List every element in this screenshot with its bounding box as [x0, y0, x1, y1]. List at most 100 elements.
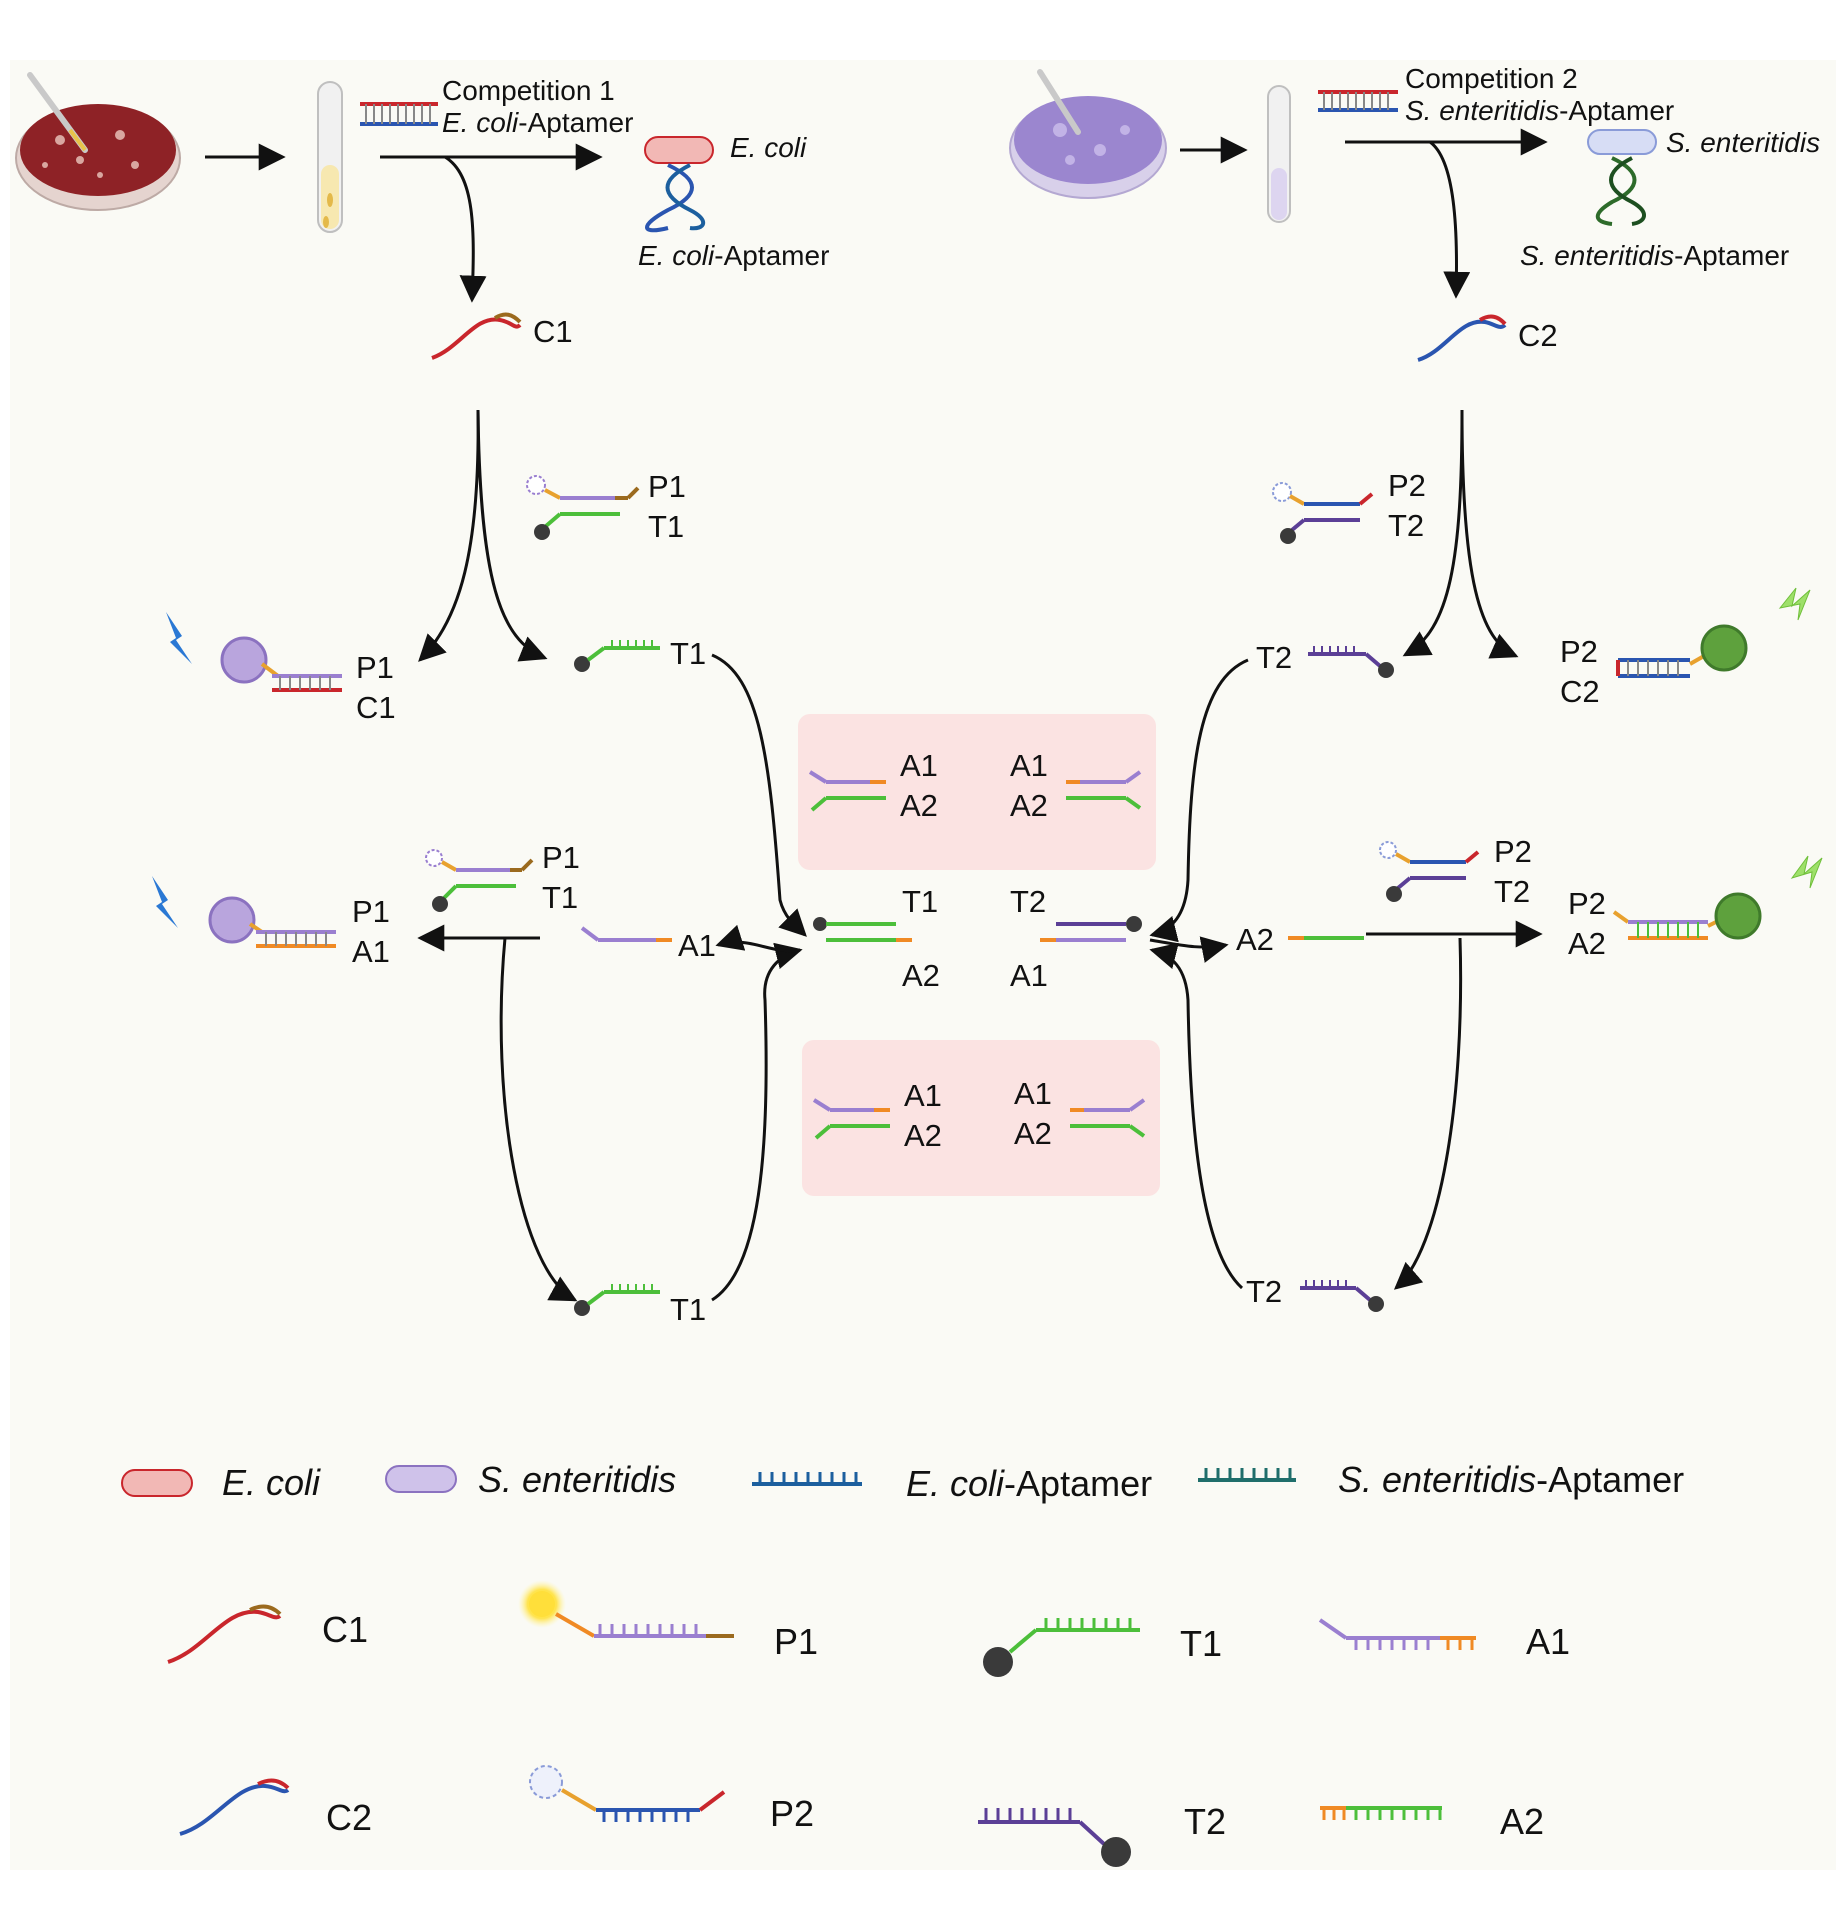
p2-a2-fluorescent-duplex — [1612, 892, 1762, 940]
a1-a2-box-upper — [798, 714, 1156, 870]
t1-a2-duplex-center — [813, 917, 912, 942]
p1-label-product: P1 — [356, 650, 394, 685]
t2-label-lower: T2 — [1246, 1274, 1282, 1309]
p2-c2-fluorescent-duplex — [1616, 624, 1748, 678]
ecoli-aptamer-duplex-top — [360, 102, 438, 126]
a1-a2-box-lower — [802, 1040, 1160, 1196]
a1-a2-duplex-upper-left — [808, 770, 886, 812]
t1-label-upper: T1 — [670, 636, 706, 671]
arrow-t2-lower-up — [1149, 942, 1244, 1290]
legend-a1-label: A1 — [1526, 1621, 1570, 1662]
p1-label-second: P1 — [542, 840, 580, 875]
ecoli-label-top: E. coli — [730, 132, 807, 163]
p2-label-probe: P2 — [1388, 468, 1426, 503]
p1-a1-fluorescent-duplex — [208, 896, 336, 948]
t2-label-second: T2 — [1494, 874, 1530, 909]
legend-c2-label: C2 — [326, 1797, 372, 1838]
a2-label-free: A2 — [1236, 922, 1274, 957]
p2-label-a2-product: P2 — [1568, 886, 1606, 921]
legend-c1-strand — [167, 1604, 282, 1664]
t2-label-center: T2 — [1010, 884, 1046, 919]
arrow-release-c1 — [444, 155, 487, 303]
a1-a2-duplex-lower-left — [812, 1098, 890, 1140]
legend-t1-strand — [983, 1618, 1140, 1677]
legend-senteritidis-aptamer-label: S. enteritidis-Aptamer — [1338, 1459, 1684, 1500]
arrow-t1-lower-up — [711, 942, 803, 1302]
ecoli-bacterium-icon — [644, 136, 714, 164]
legend-senteritidis-aptamer-strand — [1198, 1468, 1296, 1482]
legend-p2-label: P2 — [770, 1793, 814, 1834]
legend-p2-strand — [529, 1765, 726, 1822]
arrow-release-c2 — [1429, 140, 1471, 299]
c2-strand-top — [1417, 314, 1507, 362]
salmonella-test-tube — [1267, 85, 1291, 223]
green-flash-icon-2 — [1790, 855, 1823, 889]
legend-ecoli-label: E. coli — [222, 1462, 321, 1503]
legend-senteritidis-label: S. enteritidis — [478, 1459, 676, 1500]
c1-label-product: C1 — [356, 690, 396, 725]
competition-1-label: Competition 1 — [442, 75, 615, 106]
p2-t2-duplex-second — [1379, 841, 1480, 902]
p1-label-probe: P1 — [648, 469, 686, 504]
a2-label-box2-right: A2 — [1014, 1116, 1052, 1151]
ecoli-aptamer-label-top: E. coli-Aptamer — [442, 107, 633, 138]
legend-ecoli-aptamer-label: E. coli-Aptamer — [906, 1463, 1152, 1504]
legend-t1-label: T1 — [1180, 1623, 1222, 1664]
arrow-down-to-t1 — [499, 937, 578, 1302]
a1-a2-duplex-lower-right — [1070, 1098, 1146, 1138]
green-flash-icon-1 — [1778, 587, 1811, 621]
p1-t1-duplex-second — [425, 849, 534, 912]
senteritidis-aptamer-label-below: S. enteritidis-Aptamer — [1520, 240, 1789, 271]
salmonella-aptamer-duplex-top — [1318, 90, 1398, 112]
legend-ecoli-icon — [121, 1469, 193, 1497]
p2-label-second: P2 — [1494, 834, 1532, 869]
legend-a2-strand — [1320, 1806, 1442, 1820]
a2-label-box2-left: A2 — [904, 1118, 942, 1153]
c1-label-top: C1 — [533, 314, 573, 349]
ecoli-agar-plate — [15, 72, 181, 211]
a1-label-free: A1 — [678, 928, 716, 963]
blue-flash-icon-2 — [152, 876, 178, 928]
arrow-c2-to-p2c2 — [1460, 409, 1519, 659]
senteritidis-aptamer-label-top: S. enteritidis-Aptamer — [1405, 95, 1674, 126]
arrow-c1-to-t1 — [476, 409, 548, 662]
salmonella-agar-plate — [1009, 69, 1167, 199]
p1-c1-fluorescent-duplex — [220, 636, 342, 692]
a1-label-box2-left: A1 — [904, 1078, 942, 1113]
t1-free-strand-lower — [574, 1284, 660, 1316]
legend-c2-strand — [179, 1778, 290, 1836]
a1-label-center: A1 — [1010, 958, 1048, 993]
p1-label-a1-product: P1 — [352, 894, 390, 929]
legend-senteritidis-icon — [385, 1465, 457, 1493]
t1-label-center: T1 — [902, 884, 938, 919]
competition-2-label: Competition 2 — [1405, 63, 1578, 94]
blue-flash-icon-1 — [166, 612, 192, 664]
senteritidis-label-top: S. enteritidis — [1666, 127, 1820, 158]
t1-label-lower: T1 — [670, 1292, 706, 1327]
t1-free-strand-upper — [574, 640, 660, 672]
a2-label-box1-right: A2 — [1010, 788, 1048, 823]
a1-a2-duplex-upper-right — [1066, 770, 1142, 810]
legend-p1-label: P1 — [774, 1621, 818, 1662]
t2-a1-duplex-center — [1040, 916, 1142, 942]
legend-a2-label: A2 — [1500, 1801, 1544, 1842]
arrow-t1-to-center — [711, 653, 807, 937]
p1-t1-duplex-probe — [526, 475, 640, 540]
ecoli-test-tube — [317, 81, 343, 233]
legend-t2-label: T2 — [1184, 1801, 1226, 1842]
t2-label-upper: T2 — [1256, 640, 1292, 675]
a2-label-center: A2 — [902, 958, 940, 993]
a1-label-box2-right: A1 — [1014, 1076, 1052, 1111]
t1-label-second: T1 — [542, 880, 578, 915]
p2-t2-duplex-probe — [1272, 482, 1374, 544]
c2-label-top: C2 — [1518, 318, 1558, 353]
t2-label-probe: T2 — [1388, 508, 1424, 543]
legend-ecoli-aptamer-strand — [752, 1472, 862, 1486]
t2-free-strand-lower — [1300, 1280, 1384, 1312]
ecoli-aptamer-helix — [645, 163, 706, 233]
legend-c1-label: C1 — [322, 1609, 368, 1650]
legend-t2-strand — [978, 1808, 1131, 1867]
legend-p1-strand — [518, 1580, 734, 1638]
